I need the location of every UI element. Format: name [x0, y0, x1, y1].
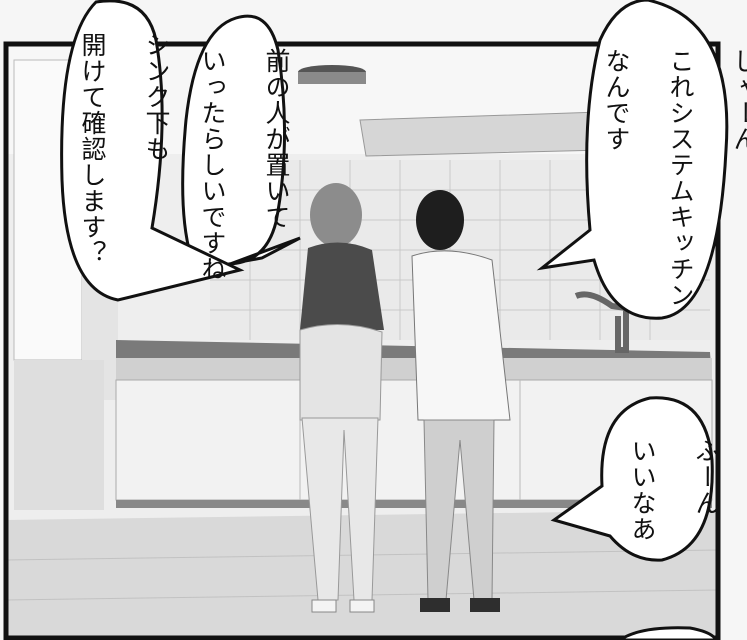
dialogue-line: いいなあ [628, 437, 657, 542]
man-figure [411, 190, 511, 612]
dialogue-text-4: ふーん いいなあ [626, 420, 747, 550]
speech-bubble-middle [181, 14, 301, 272]
dialogue-text-1: じゃーん！ これシステムキッチン なんです [600, 30, 747, 308]
dialogue-line: じゃーん！ [730, 47, 747, 178]
dialogue-line: これシステムキッチン [666, 47, 695, 308]
dialogue-line: ふーん [692, 437, 721, 516]
speech-bubble-bottom-right [550, 396, 714, 562]
speech-bubble-partial [617, 626, 718, 640]
dialogue-line: 前の人が置いて [262, 47, 291, 230]
dialogue-text-2: 前の人が置いて いったらしいですね [196, 30, 324, 282]
dialogue-line: いったらしいですね [198, 47, 227, 282]
woman-figure [299, 183, 384, 613]
dialogue-text-3: シンク下も 開けて確認します？ [76, 14, 204, 284]
dialogue-line: なんです [602, 47, 631, 152]
dialogue-line: シンク下も [142, 31, 171, 162]
speech-bubble-left [60, 0, 245, 302]
speech-bubble-right-top [536, 0, 729, 320]
dialogue-line: 開けて確認します？ [78, 31, 107, 266]
